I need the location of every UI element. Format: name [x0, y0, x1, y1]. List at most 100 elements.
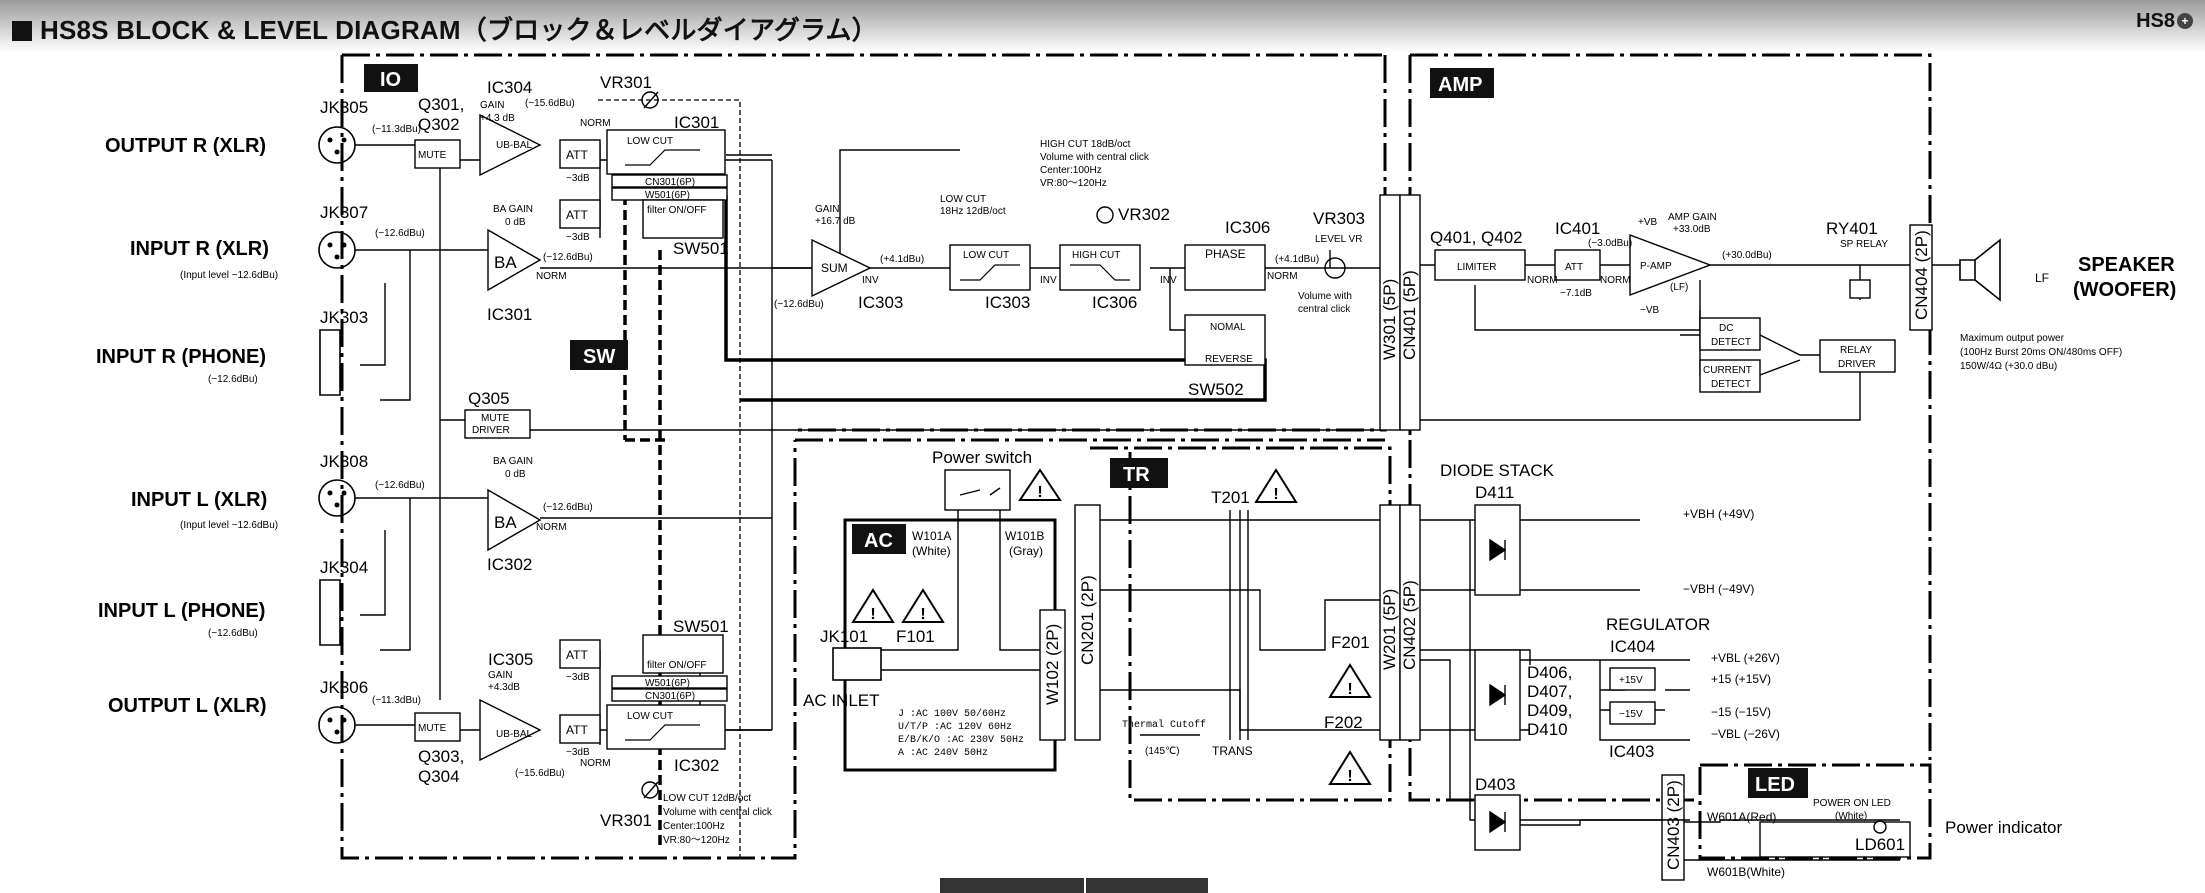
title-square-icon: [12, 21, 32, 41]
sw501-r-label: SW501: [673, 239, 729, 258]
lowcut-inv: INV: [1040, 275, 1057, 286]
page-tab-1[interactable]: [940, 878, 1084, 893]
w101a-2: (White): [912, 544, 951, 558]
header-bar: [0, 0, 2205, 52]
vr301-label-top: VR301: [600, 73, 652, 92]
ic306-phase-box: [1184, 244, 1266, 291]
ic306-b-label: IC306: [1225, 218, 1270, 237]
io-border: [340, 55, 797, 860]
cn401-label: CN401 (5P): [1400, 270, 1419, 360]
w101b-1: W101B: [1005, 529, 1044, 543]
mute-driver-text-2: DRIVER: [472, 425, 510, 436]
regulator-label: REGULATOR: [1606, 615, 1710, 634]
amp-border: [1410, 53, 1932, 760]
mute-r-text: MUTE: [418, 150, 447, 161]
sw502-switch: [1184, 314, 1266, 366]
vr303-knob-icon: [1324, 257, 1346, 279]
limiter-box: [1434, 249, 1526, 281]
zoom-icon[interactable]: +: [2177, 13, 2193, 29]
vr301-label-bottom: VR301: [600, 811, 652, 830]
dc-detect-box: [1699, 317, 1761, 351]
warning-icon-3: [901, 588, 945, 623]
section-sw-label: SW: [583, 346, 615, 368]
svg-text:!: !: [920, 606, 925, 623]
vr301-r-knob-icon: [641, 91, 659, 109]
current-detect-1: CURRENT: [1703, 365, 1752, 376]
power-indicator-label: Power indicator: [1945, 818, 2063, 837]
output-l-label: OUTPUT L (XLR): [108, 695, 267, 717]
power-switch-label: Power switch: [932, 448, 1032, 467]
cn201-connector: [1074, 504, 1101, 741]
ic305-gain-val: +4.3dB: [488, 682, 520, 693]
jk101-label: JK101: [820, 627, 868, 646]
ac-spec-2: U/T/P :AC 120V 60Hz: [898, 721, 1012, 733]
att-r1-text: ATT: [566, 148, 588, 162]
jk305-label: JK305: [320, 98, 368, 117]
input-l-label: INPUT L (XLR): [131, 489, 267, 511]
ic403-box: [1609, 701, 1656, 725]
lowcut-r-text: LOW CUT: [627, 136, 673, 147]
max-output-3: 150W/4Ω (+30.0 dBu): [1960, 361, 2057, 372]
cn402-connector: [1399, 504, 1421, 741]
ic401-level: (−3.0dBu): [1588, 238, 1632, 249]
page-title: HS8S BLOCK & LEVEL DIAGRAM（ブロック＆レベルダイアグラ…: [12, 10, 878, 47]
cn301-l: CN301(6P): [645, 691, 695, 702]
ic304-level: (−15.6dBu): [525, 98, 575, 109]
sum-level: (−12.6dBu): [774, 299, 824, 310]
d411-diode-icon: [1489, 538, 1507, 562]
ic401-att-text: ATT: [1565, 262, 1583, 273]
sp-relay-text: SP RELAY: [1840, 239, 1888, 250]
f101-label: F101: [896, 627, 935, 646]
sw502-nomal: NOMAL: [1210, 322, 1246, 333]
jk303-label: JK303: [320, 308, 368, 327]
ic304-gain: GAIN: [480, 100, 504, 111]
t201-label: T201: [1211, 488, 1250, 507]
input-l-phone-label: INPUT L (PHONE): [98, 600, 265, 622]
sw502-reverse: REVERSE: [1205, 354, 1253, 365]
vb-pos: +VB: [1638, 217, 1658, 228]
relay-driver-box: [1819, 339, 1896, 373]
led-icon: [1873, 820, 1887, 834]
att-l1-val: −3dB: [566, 672, 590, 683]
input-r-label: INPUT R (XLR): [130, 238, 269, 260]
ry401-label: RY401: [1826, 219, 1878, 238]
norm-vr-r: NORM: [580, 118, 611, 129]
ic305-level: (−15.6dBu): [515, 768, 565, 779]
jk304-label: JK304: [320, 558, 368, 577]
jk307-label: JK307: [320, 203, 368, 222]
norm-r: NORM: [536, 271, 567, 282]
vbh-neg-label: −VBH (−49V): [1683, 582, 1754, 596]
level-in-r: (−12.6dBu): [375, 228, 425, 239]
jk303-jack-icon: [319, 329, 341, 396]
highcut-box-text: HIGH CUT: [1072, 250, 1120, 261]
att-l2-text: ATT: [566, 723, 588, 737]
p15-label: +15 (+15V): [1711, 672, 1771, 686]
level-out-l: (−11.3dBu): [372, 695, 421, 706]
ic303-label: IC303: [858, 293, 903, 312]
tr-border: [1090, 446, 1392, 802]
lowcut-note-1: LOW CUT: [940, 194, 986, 205]
ac-spec-3: E/B/K/O :AC 230V 50Hz: [898, 734, 1024, 746]
p-amp-text: P-AMP: [1640, 261, 1672, 272]
section-tr-label: TR: [1123, 464, 1150, 486]
ic304-ub-bal-icon: [479, 113, 542, 177]
ic303-b-label: IC303: [985, 293, 1030, 312]
vb-neg: −VB: [1640, 305, 1660, 316]
minus15-text: −15V: [1619, 709, 1643, 720]
model-badge: HS8+: [2136, 10, 2193, 33]
svg-text:!: !: [1347, 681, 1352, 698]
jk304-jack-icon: [319, 579, 341, 646]
w501-l: W501(6P): [645, 678, 690, 689]
ic302-ba-icon: [487, 488, 542, 552]
input-l-level: (Input level −12.6dBu): [180, 520, 278, 531]
diode-stack-label: DIODE STACK: [1440, 461, 1555, 480]
page-tab-2[interactable]: [1086, 878, 1208, 893]
dc-detect-2: DETECT: [1711, 337, 1751, 348]
att-l1-text: ATT: [566, 648, 588, 662]
svg-text:!: !: [1273, 486, 1278, 503]
w101b-2: (Gray): [1009, 544, 1043, 558]
lowcut-l-text: LOW CUT: [627, 711, 673, 722]
sw501-l-switch: [642, 634, 724, 674]
sum-out-level: (+4.1dBu): [880, 254, 924, 265]
jk306-connector-icon: [318, 706, 356, 744]
